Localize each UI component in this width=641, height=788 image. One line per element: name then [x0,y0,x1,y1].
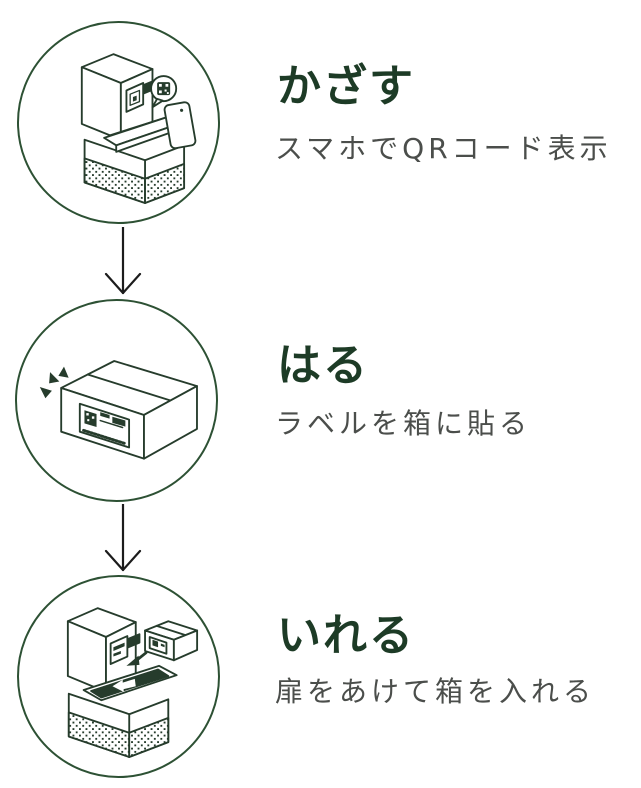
step1-description: スマホでQRコード表示 [275,132,612,165]
shipping-label-icon [78,402,130,448]
step1-title: かざす [277,61,415,112]
emphasis-sparks-icon [39,366,69,398]
step3-description: 扉をあけて箱を入れる [275,675,596,708]
step3-title: いれる [277,610,415,661]
parcel-box-icon [143,619,198,661]
step2-title: はる [277,340,369,391]
down-arrow-icon [104,227,142,295]
smartphone-icon [163,100,196,149]
kiosk-qr-phone-icon [80,52,196,204]
step2-icon-circle [15,299,218,502]
insert-direction-arrow-icon [111,678,136,692]
insert-arrow-icon [125,650,147,666]
down-arrow-icon [104,504,142,572]
qr-code-bubble-icon [149,74,177,108]
step1-icon-circle [17,21,220,224]
kiosk-insert-box-icon [66,606,198,758]
box-with-shipping-label-icon [39,359,198,460]
open-hatch [82,664,178,701]
step3-icon-circle [17,575,220,778]
kiosk-screen [109,634,128,665]
step2-description: ラベルを箱に貼る [275,407,532,440]
scanner-pad [126,632,140,648]
